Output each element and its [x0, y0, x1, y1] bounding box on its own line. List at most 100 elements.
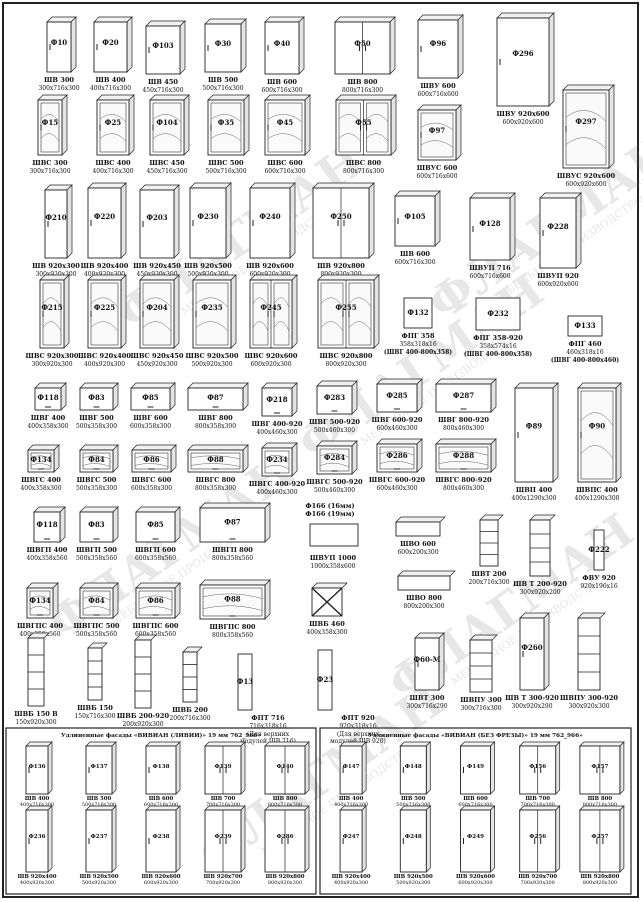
- item-name: ШВ 400: [96, 76, 126, 84]
- item-name: ШВ 500: [401, 796, 426, 802]
- item-name: ШВ 300: [44, 76, 74, 84]
- cabinet-front: [79, 387, 114, 411]
- item-size: 600x200x300: [397, 549, 438, 556]
- cabinet-side: [416, 378, 423, 413]
- cabinet-top: [316, 380, 358, 387]
- item-name: ШВ 500: [208, 76, 238, 84]
- cabinet-top: [87, 642, 108, 649]
- item-code: Ф60-М: [413, 655, 440, 664]
- cabinet-side: [120, 182, 127, 259]
- cabinet-top: [562, 84, 615, 91]
- item-code: Ф20: [102, 38, 119, 47]
- cabinet-side: [63, 274, 70, 349]
- item-name: ШВ 700: [525, 796, 550, 802]
- glass-pattern: [99, 114, 127, 142]
- cabinet-side: [47, 741, 53, 795]
- cabinet-side: [298, 16, 305, 75]
- cabinet-top: [518, 741, 561, 747]
- item-size: 150x920x300: [15, 719, 56, 726]
- item-name: ШВ 600: [463, 796, 488, 802]
- item-note: (Для верхних: [337, 731, 380, 738]
- item-name: ШВПУ 300: [460, 696, 502, 704]
- glass-pattern: [195, 297, 229, 332]
- item-note: модулей ШВ 920): [330, 738, 386, 745]
- cabinet-side: [60, 382, 67, 411]
- item-code: Ф97: [429, 126, 446, 135]
- item-name: ШВУП 716: [469, 264, 511, 272]
- cabinet-side: [289, 182, 296, 259]
- item-code: Ф210: [45, 213, 66, 222]
- cabinet-top: [261, 442, 298, 449]
- item-size: 920x196x16: [580, 583, 617, 590]
- item-size: 400x716x300: [90, 85, 131, 92]
- cabinet-side: [174, 582, 181, 619]
- cabinet-side: [368, 182, 375, 259]
- cabinet-top: [417, 14, 464, 21]
- cabinet-top: [435, 378, 497, 385]
- item-name: ШВГС 800: [196, 476, 236, 484]
- item-size: 600x920x300: [144, 880, 178, 886]
- item-size: 800x920x300: [583, 880, 617, 886]
- item-name: ШВГП 600: [135, 546, 176, 554]
- cabinet-top: [204, 741, 246, 747]
- item-code: Ф86: [147, 596, 164, 605]
- glass-panel: [195, 282, 229, 346]
- cabinet-side: [175, 741, 181, 795]
- cabinet-front: [145, 809, 177, 873]
- item-code: Ф286: [277, 834, 294, 840]
- cabinet-side: [509, 192, 516, 261]
- item-code: Ф249: [467, 834, 484, 840]
- item-code: Ф222: [588, 545, 609, 554]
- cabinet-top: [264, 805, 310, 811]
- glass-panel: [152, 102, 182, 153]
- item-name: ШВ 920x600: [246, 262, 294, 270]
- cabinet-front: [519, 617, 545, 691]
- cabinet-side: [59, 506, 66, 543]
- panel-frame: [5, 727, 317, 895]
- item-name: ШВГПС 400: [17, 622, 63, 630]
- item-size: 358x574x16: [479, 343, 516, 350]
- item-name: ШВ 920x800: [317, 262, 365, 270]
- item-size: 700x920x300: [521, 880, 555, 886]
- item-name: ШВ Т 300-920: [505, 694, 559, 702]
- item-name: ШВС 600: [267, 159, 303, 167]
- item-name: ШВГС 600-920: [369, 476, 426, 484]
- item-size: 600x716x300: [264, 168, 305, 175]
- cabinet-side: [457, 14, 464, 79]
- extra-labels: Ф166 (16мм)Ф166 (19мм)ШВУП 10001000x358x…: [305, 502, 359, 570]
- glass-panel: [338, 102, 361, 153]
- item-size: 600x358x300: [130, 423, 171, 430]
- cabinet-side: [304, 741, 310, 795]
- item-code: Ф13: [237, 677, 254, 686]
- item-name: ШВ 920x500: [184, 262, 232, 270]
- item-note: (ШВГ 400-800x358): [384, 349, 452, 356]
- cabinet-top: [399, 741, 432, 747]
- item-code: Ф220: [94, 212, 115, 221]
- item-code: Ф248: [405, 834, 422, 840]
- item-name: ШВ 920x600: [142, 874, 181, 880]
- cabinet-side: [552, 382, 559, 483]
- item-size: 600x920x300: [458, 880, 492, 886]
- glass-pattern: [338, 114, 361, 142]
- item-code: Ф89: [526, 422, 543, 431]
- item-size: 400x460x300: [256, 429, 297, 436]
- glass-pattern: [565, 110, 607, 149]
- item-name: ШВС 400: [95, 159, 131, 167]
